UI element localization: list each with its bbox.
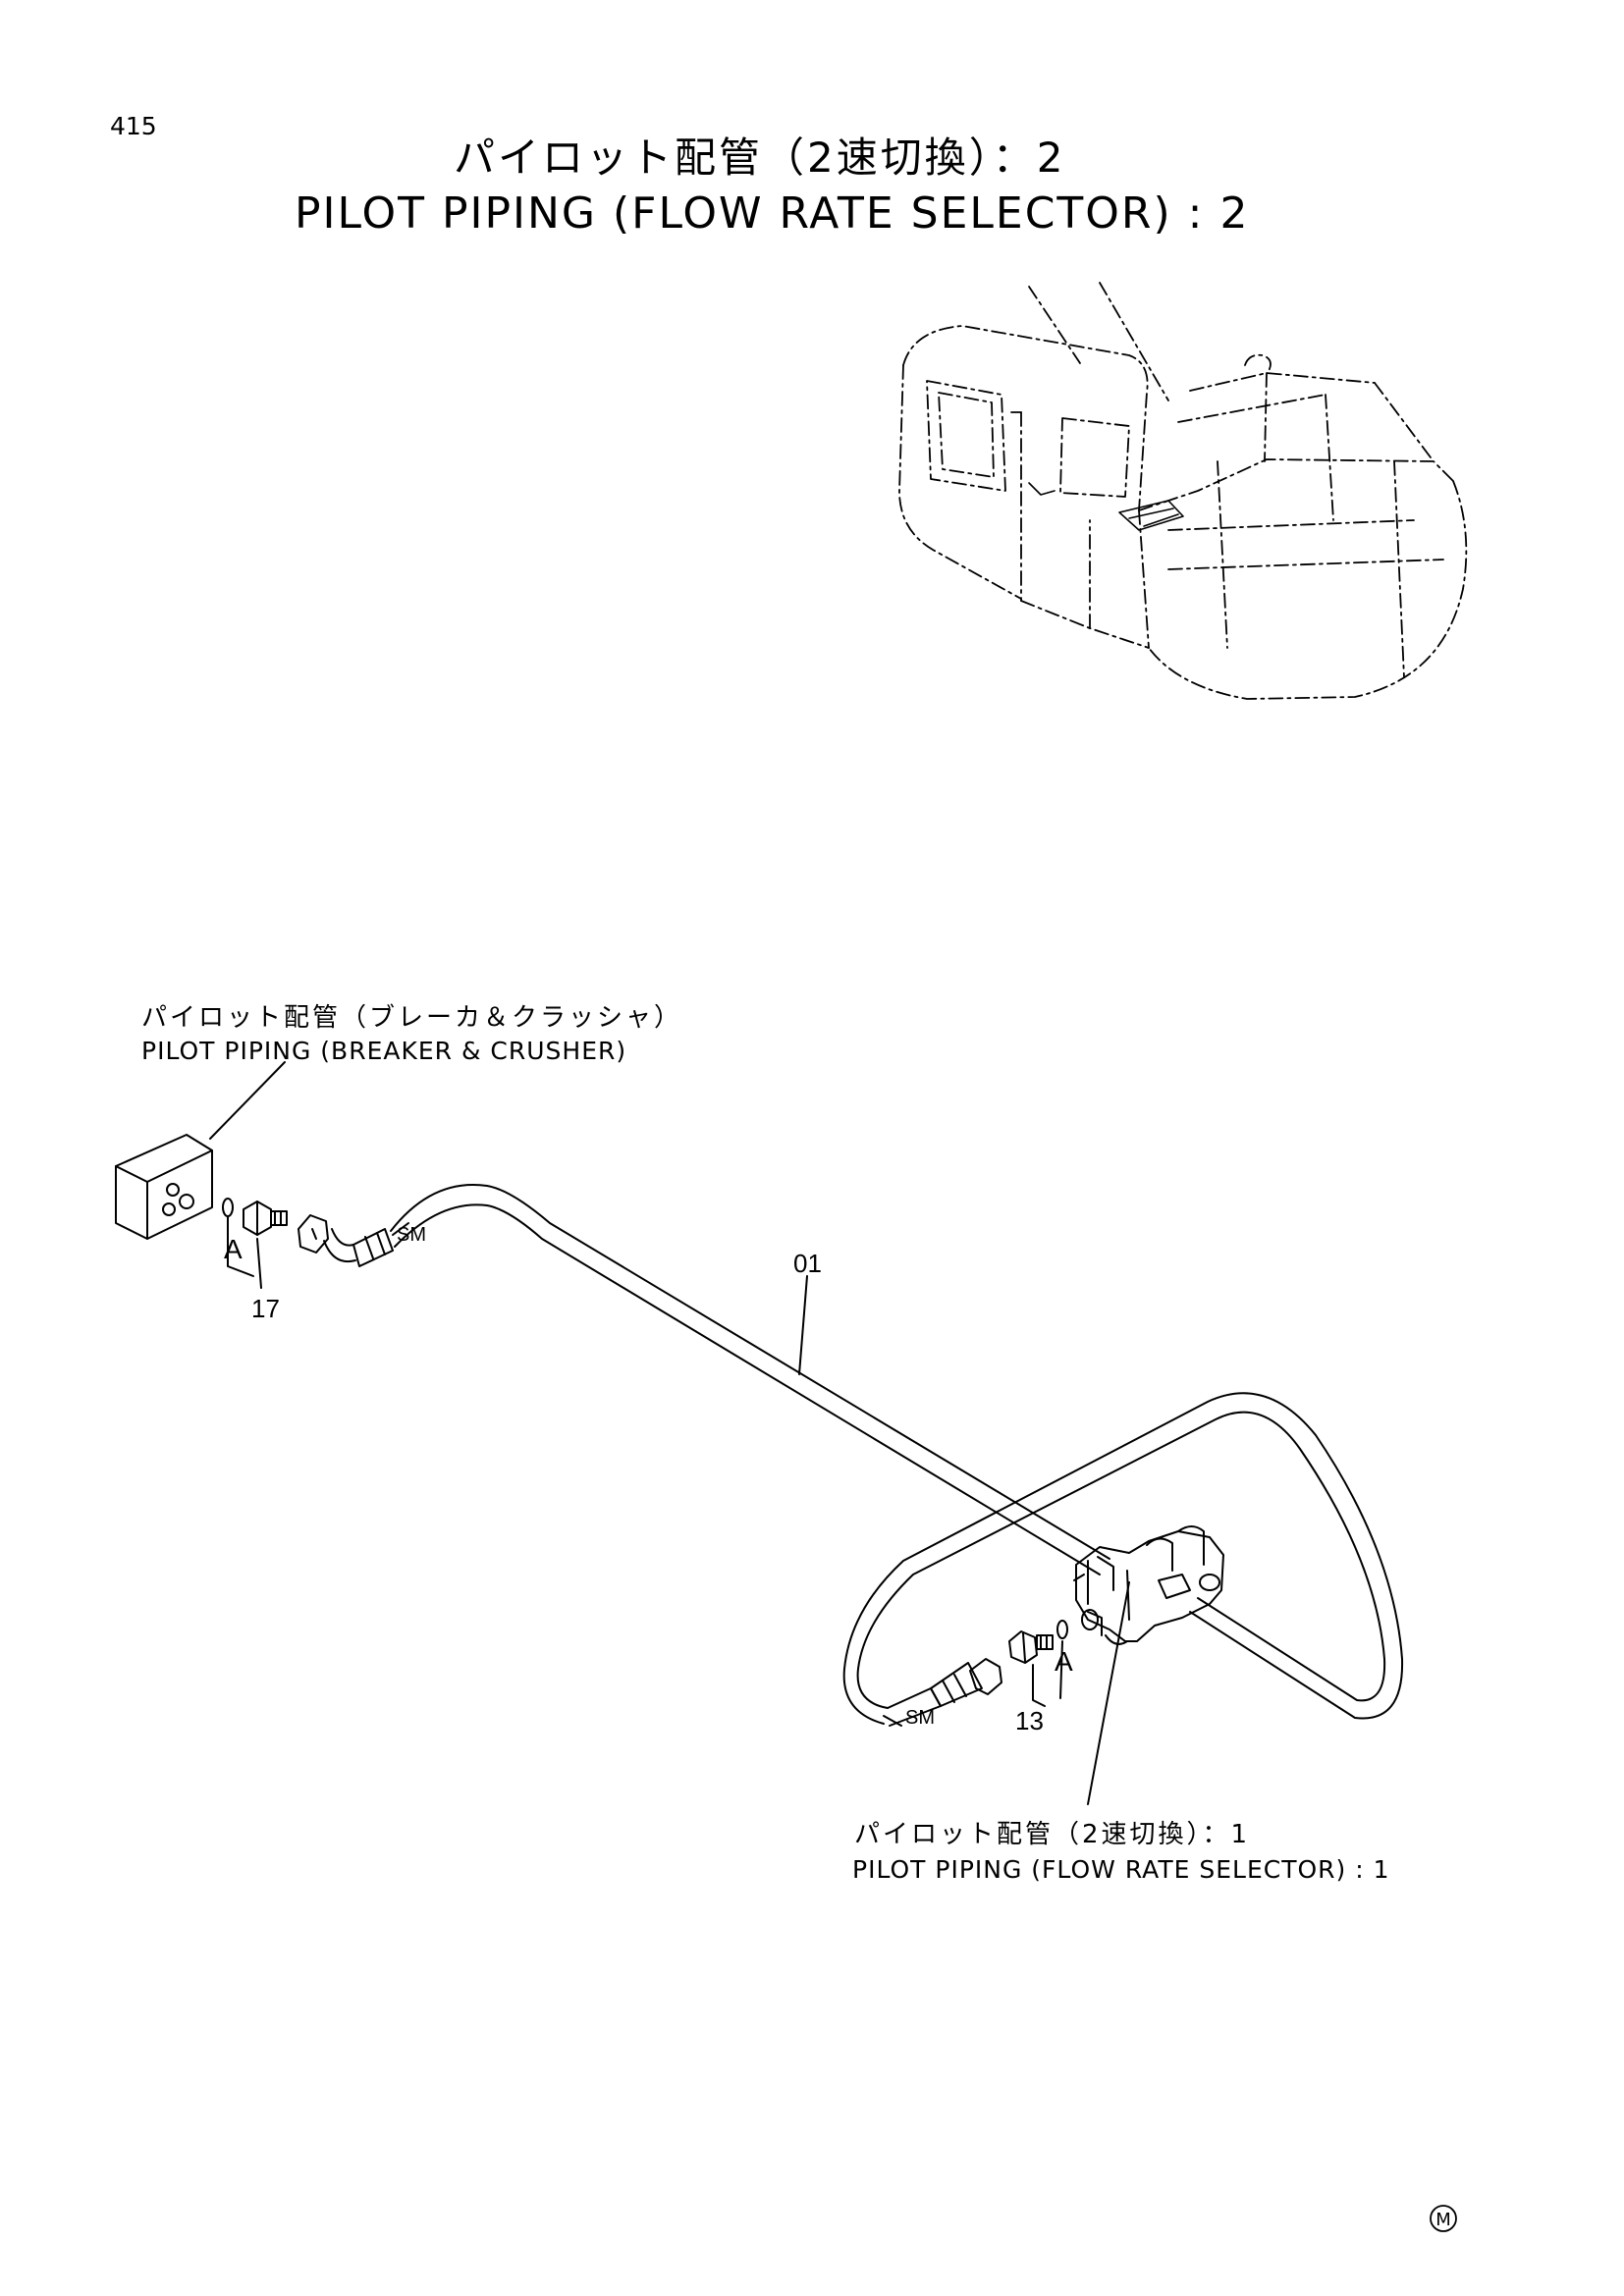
part-number-01: 01 (793, 1249, 822, 1278)
hose-01 (298, 1184, 1404, 1727)
callout-downstream-en: PILOT PIPING (FLOW RATE SELECTOR) : 1 (852, 1855, 1390, 1884)
leader-upstream (209, 1061, 286, 1140)
callout-upstream-en: PILOT PIPING (BREAKER & CRUSHER) (141, 1037, 627, 1065)
page-title-jp: パイロット配管（2速切換）：2 (454, 133, 1066, 182)
detail-label-a-downstream: A (1055, 1646, 1073, 1677)
o-ring-a-downstream (1056, 1620, 1068, 1639)
sm-label-downstream: SM (905, 1707, 935, 1729)
part-number-13: 13 (1015, 1706, 1044, 1735)
sm-label-upstream: SM (397, 1224, 426, 1246)
detail-label-a-upstream: A (224, 1234, 243, 1264)
manufacturer-mark-letter: M (1435, 2210, 1451, 2230)
leader-downstream (1087, 1581, 1130, 1805)
valve-block-upstream (115, 1134, 213, 1240)
leader-hose (798, 1275, 808, 1375)
callout-upstream-jp: パイロット配管（ブレーカ＆クラッシャ） (141, 1003, 683, 1033)
part-number-17: 17 (251, 1294, 280, 1323)
fitting-13 (1008, 1630, 1054, 1664)
page-title-en: PILOT PIPING (FLOW RATE SELECTOR) : 2 (295, 188, 1250, 239)
manufacturer-mark-icon: M (1430, 2205, 1457, 2232)
flow-rate-selector-valve (1073, 1525, 1224, 1645)
fitting-17 (243, 1201, 288, 1236)
machine-overview-illustration (898, 282, 1468, 700)
page-number: 415 (110, 112, 157, 140)
component-location-marker (1028, 482, 1184, 531)
callout-downstream-jp: パイロット配管（2速切換）：1 (854, 1820, 1251, 1849)
o-ring-a-upstream (222, 1198, 234, 1217)
